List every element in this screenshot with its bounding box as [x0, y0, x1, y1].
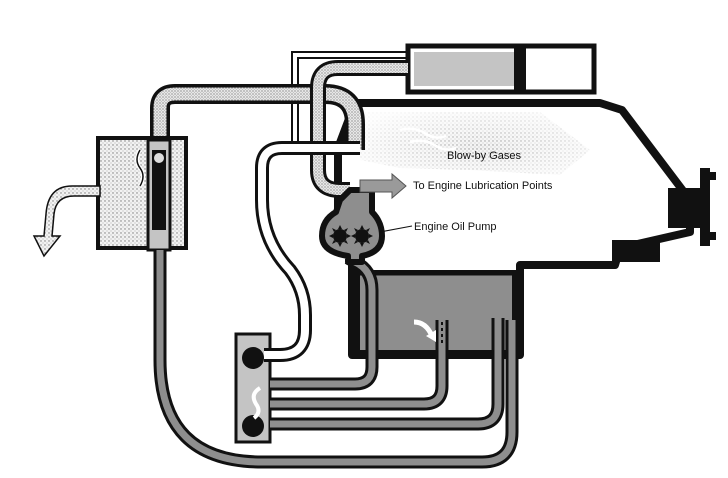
lubrication-arrow [359, 172, 407, 200]
piston [514, 46, 526, 92]
blow-by-gases-label: Blow-by Gases [447, 150, 521, 162]
oil-pump-label: Engine Oil Pump [414, 221, 497, 233]
gas-pipe-cylinder [310, 60, 408, 198]
gas-pipe-upper [150, 84, 365, 150]
oil-pipes [270, 252, 505, 431]
pump-gear-left-icon [329, 225, 351, 247]
pump-leader-line [379, 225, 413, 233]
crankshaft-flange [612, 168, 716, 262]
oil-separator [96, 136, 188, 252]
vent-pipe [255, 141, 360, 362]
blow-by-swirls [399, 127, 457, 151]
exhaust-arrow [32, 185, 101, 258]
pump-gear-right-icon [351, 225, 373, 247]
oil-pump [319, 187, 385, 265]
cylinder [405, 43, 597, 95]
lubrication-points-label: To Engine Lubrication Points [413, 180, 553, 192]
return-pipe-loop [153, 250, 519, 469]
sump-flow-arrow [413, 319, 436, 342]
